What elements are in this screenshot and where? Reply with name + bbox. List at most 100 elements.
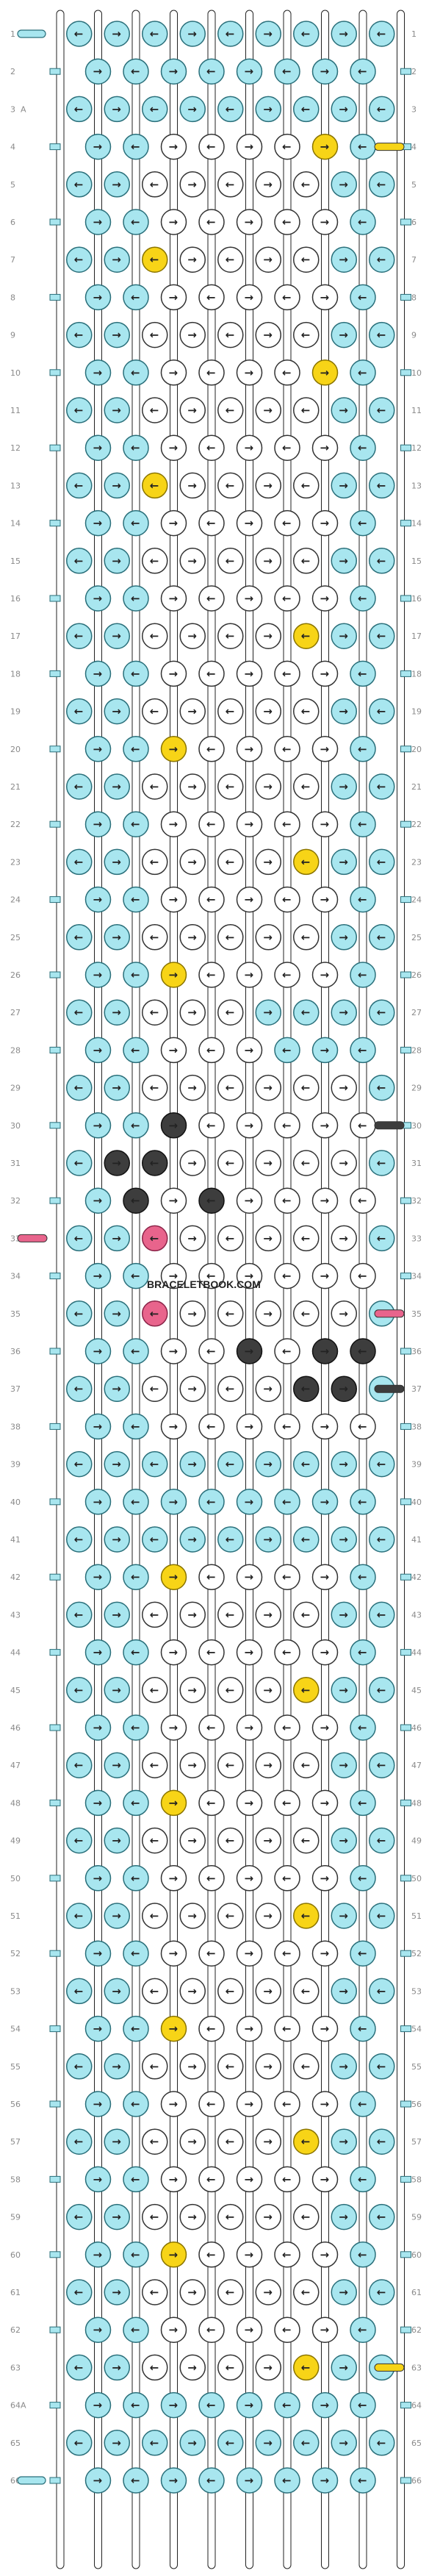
knot-arrow: →	[169, 2097, 179, 2111]
knot-circle	[84, 209, 112, 235]
row-number-right: 13	[411, 481, 422, 490]
knot-arrow: ←	[206, 140, 216, 154]
knot: ←	[142, 1450, 168, 1478]
knot-circle	[311, 284, 339, 311]
knot: ←	[217, 1677, 244, 1703]
row-number-right: 10	[411, 368, 422, 378]
knot: ←	[217, 1601, 244, 1628]
knot-circle	[331, 1752, 357, 1778]
knot: ←	[274, 2316, 300, 2343]
knot-circle	[104, 1903, 130, 1929]
knot-circle	[198, 1112, 225, 1139]
edge-connector-left	[49, 745, 61, 753]
knot: →	[104, 21, 130, 47]
knot: →	[331, 2128, 357, 2155]
knot-arrow: ←	[226, 1156, 235, 1170]
knot-circle	[255, 999, 281, 1026]
knot-arrow: →	[112, 1307, 121, 1320]
knot: ←	[369, 773, 395, 800]
knot-arrow: ←	[358, 1872, 367, 1885]
knot-arrow: →	[169, 366, 179, 379]
knot: →	[255, 472, 281, 499]
row-number-right: 24	[411, 895, 422, 905]
edge-connector-right	[400, 2326, 411, 2333]
edge-connector-right	[400, 2025, 411, 2033]
knot-arrow: →	[263, 2286, 273, 2299]
knot: →	[311, 1564, 339, 1590]
knot: ←	[274, 209, 300, 235]
knot-arrow: ←	[282, 2172, 292, 2186]
row-number-left: 23	[10, 857, 21, 867]
pink-string-tail	[17, 1234, 48, 1242]
knot: →	[160, 1564, 187, 1590]
knot-arrow: →	[93, 743, 103, 756]
knot: ←	[293, 1903, 320, 1929]
knot-circle	[255, 397, 281, 423]
knot-circle	[369, 2279, 395, 2305]
knot-arrow: →	[93, 968, 103, 981]
knot: ←	[66, 1375, 93, 1402]
knot-arrow: →	[320, 2172, 330, 2186]
knot-circle	[84, 284, 112, 311]
knot: →	[84, 1564, 112, 1590]
knot-arrow: →	[339, 1006, 348, 1019]
knot-circle	[293, 2430, 320, 2456]
knot-arrow: →	[263, 2060, 273, 2073]
knot-circle	[293, 1300, 320, 1327]
knot: ←	[350, 1639, 376, 1666]
knot: ←	[123, 2467, 149, 2494]
edge-connector-left	[49, 2175, 61, 2183]
knot: ←	[142, 397, 168, 423]
knot-arrow: →	[93, 1495, 103, 1509]
row-number-right: 31	[411, 1159, 422, 1168]
knot-circle	[123, 1714, 149, 1741]
row-number-left: 53	[10, 1986, 21, 1996]
edge-connector-left	[49, 1875, 61, 1882]
knot-circle	[104, 1526, 130, 1553]
knot: →	[331, 848, 357, 876]
knot: →	[236, 1037, 263, 1064]
knot-arrow: →	[187, 1834, 197, 1847]
knot-circle	[84, 962, 112, 988]
knot-circle	[179, 848, 206, 876]
knot: →	[331, 1074, 357, 1101]
knot-arrow: →	[93, 1947, 103, 1960]
row-number-left: 17	[10, 632, 21, 641]
knot-arrow: ←	[282, 290, 292, 304]
edge-connector-left	[49, 218, 61, 226]
row-number-right: 61	[411, 2288, 422, 2297]
knot-circle	[66, 1752, 93, 1778]
knot-arrow: ←	[150, 2436, 159, 2450]
knot-arrow: ←	[226, 102, 235, 115]
knot-circle	[104, 1225, 130, 1252]
knot-arrow: ←	[226, 780, 235, 793]
knot: →	[84, 1940, 112, 1967]
knot: →	[104, 698, 130, 725]
knots-layer: ← → ← → ← → ← → ← → ← → ← → ← → ← ← → ← → ← → ← → ← → ← → ← → ← → ← ← → ← → ← →…	[49, 21, 411, 2494]
knot-arrow: ←	[282, 1947, 292, 1960]
knot-circle	[369, 2430, 395, 2456]
knot: →	[160, 1413, 187, 1440]
row-number-right: 8	[411, 293, 417, 302]
knot-circle	[236, 1564, 263, 1590]
knot-circle	[236, 1714, 263, 1741]
knot: →	[179, 548, 206, 574]
knot: →	[104, 1300, 130, 1327]
knot: →	[160, 1940, 187, 1967]
knot-circle	[123, 1262, 149, 1289]
knot-circle	[84, 1338, 112, 1364]
knot: →	[160, 2242, 187, 2268]
knot-circle	[66, 1601, 93, 1628]
knot-circle	[198, 1639, 225, 1666]
knot-arrow: ←	[358, 441, 367, 454]
knot-arrow: ←	[74, 780, 84, 793]
knot: ←	[66, 1150, 93, 1176]
knot: ←	[293, 96, 320, 123]
edge-connector-left	[49, 369, 61, 376]
knot-circle	[142, 2430, 168, 2456]
knot-circle	[84, 736, 112, 762]
knot-circle	[255, 623, 281, 649]
knot-arrow: ←	[301, 404, 311, 417]
row-number-right: 45	[411, 1686, 422, 1695]
knot: →	[255, 2128, 281, 2155]
